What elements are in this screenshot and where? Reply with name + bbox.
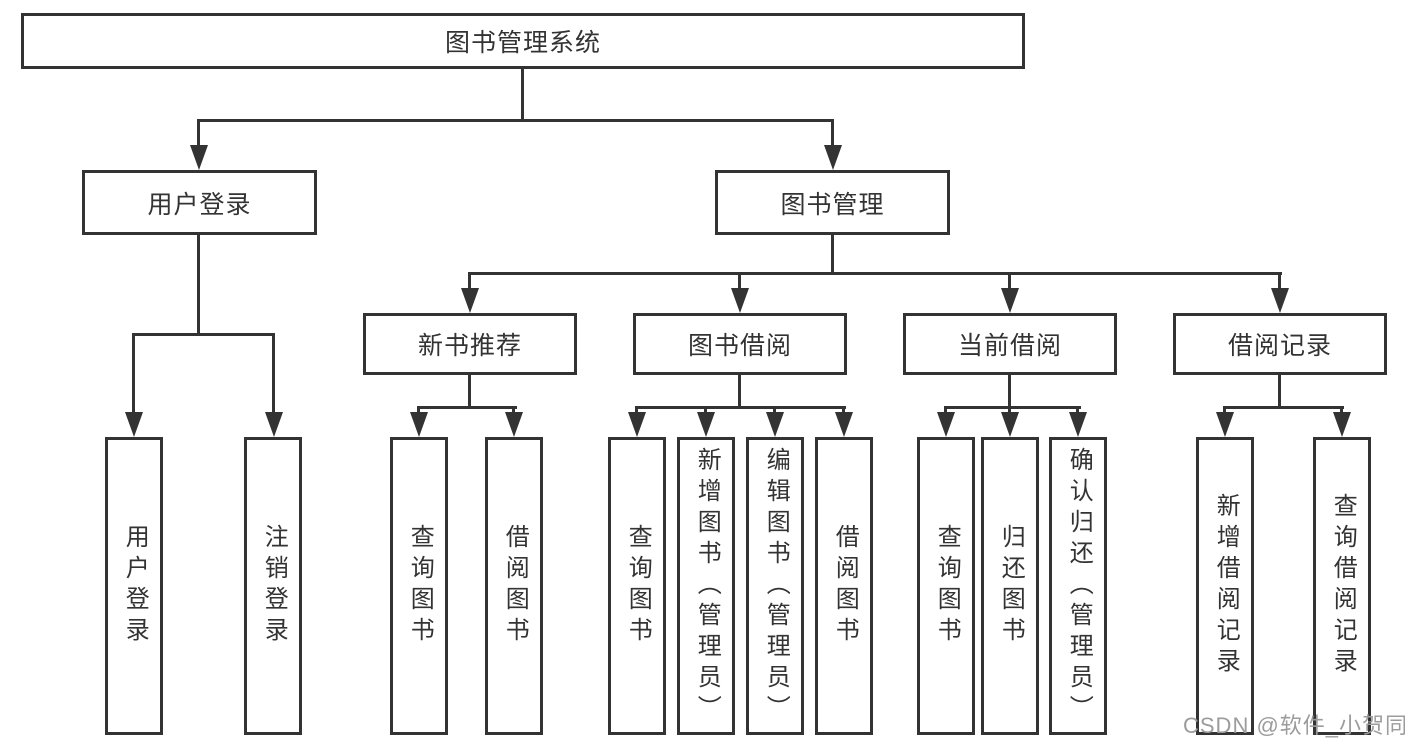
arrow-down-icon [835,412,853,437]
node-return-books: 归还图书 [981,437,1039,735]
connector-line [1223,406,1344,409]
node-borrow-books-recommend: 借阅图书 [485,437,543,735]
connector-line [1223,406,1226,416]
arrow-down-icon [628,412,646,437]
connector-line [704,406,707,416]
arrow-down-icon [766,412,784,437]
arrow-down-icon [265,412,283,437]
connector-line [468,375,471,409]
connector-line [512,406,515,416]
node-book-borrowing: 图书借阅 [633,313,847,375]
connector-line [272,333,275,413]
connector-line [635,406,638,416]
node-query-books-recommend: 查询图书 [390,437,448,735]
arrow-down-icon [824,145,842,170]
connector-line [132,333,135,413]
node-query-books-current: 查询图书 [917,437,975,735]
node-add-borrow-record: 新增借阅记录 [1196,437,1254,735]
node-query-books-borrow: 查询图书 [608,437,666,735]
node-new-book-recommend: 新书推荐 [363,313,577,375]
node-confirm-return-admin: 确认归还（管理员） [1049,437,1107,735]
arrow-down-icon [125,412,143,437]
connector-line [132,333,275,336]
connector-line [944,406,947,416]
node-borrowing-records: 借阅记录 [1173,313,1387,375]
connector-line [468,272,471,290]
arrow-down-icon [731,288,749,313]
node-user-login: 用户登录 [82,170,317,235]
connector-line [417,406,420,416]
node-current-borrowing: 当前借阅 [903,313,1117,375]
connector-line [197,119,834,122]
arrow-down-icon [697,412,715,437]
node-logout: 注销登录 [244,437,302,735]
csdn-watermark: CSDN @软件_小贺同学 [1183,713,1405,738]
connector-line [521,69,524,122]
connector-line [417,406,517,409]
node-query-borrow-record: 查询借阅记录 [1313,437,1371,735]
arrow-down-icon [461,288,479,313]
connector-line [773,406,776,416]
connector-line [842,406,845,416]
connector-line [738,375,741,409]
node-add-books-admin: 新增图书（管理员） [677,437,735,735]
connector-line [1008,375,1011,409]
node-borrow-books: 借阅图书 [815,437,873,735]
connector-line [1008,406,1011,416]
connector-line [1278,272,1281,290]
arrow-down-icon [1216,412,1234,437]
connector-line [197,119,200,146]
node-book-management: 图书管理 [715,170,950,235]
arrow-down-icon [937,412,955,437]
arrow-down-icon [505,412,523,437]
connector-line [1278,375,1281,409]
arrow-down-icon [190,145,208,170]
arrow-down-icon [1001,288,1019,313]
connector-line [831,119,834,146]
connector-line [831,235,834,275]
connector-line [944,406,1081,409]
connector-line [468,272,1282,275]
connector-line [1008,272,1011,290]
connector-line [635,406,846,409]
connector-line [1340,406,1343,416]
arrow-down-icon [1001,412,1019,437]
node-edit-books-admin: 编辑图书（管理员） [746,437,804,735]
arrow-down-icon [1069,412,1087,437]
connector-line [1076,406,1079,416]
connector-line [738,272,741,290]
node-user-login-leaf: 用户登录 [105,437,163,735]
node-library-management-system: 图书管理系统 [21,13,1025,69]
connector-line [197,235,200,336]
arrow-down-icon [1333,412,1351,437]
arrow-down-icon [410,412,428,437]
arrow-down-icon [1271,288,1289,313]
